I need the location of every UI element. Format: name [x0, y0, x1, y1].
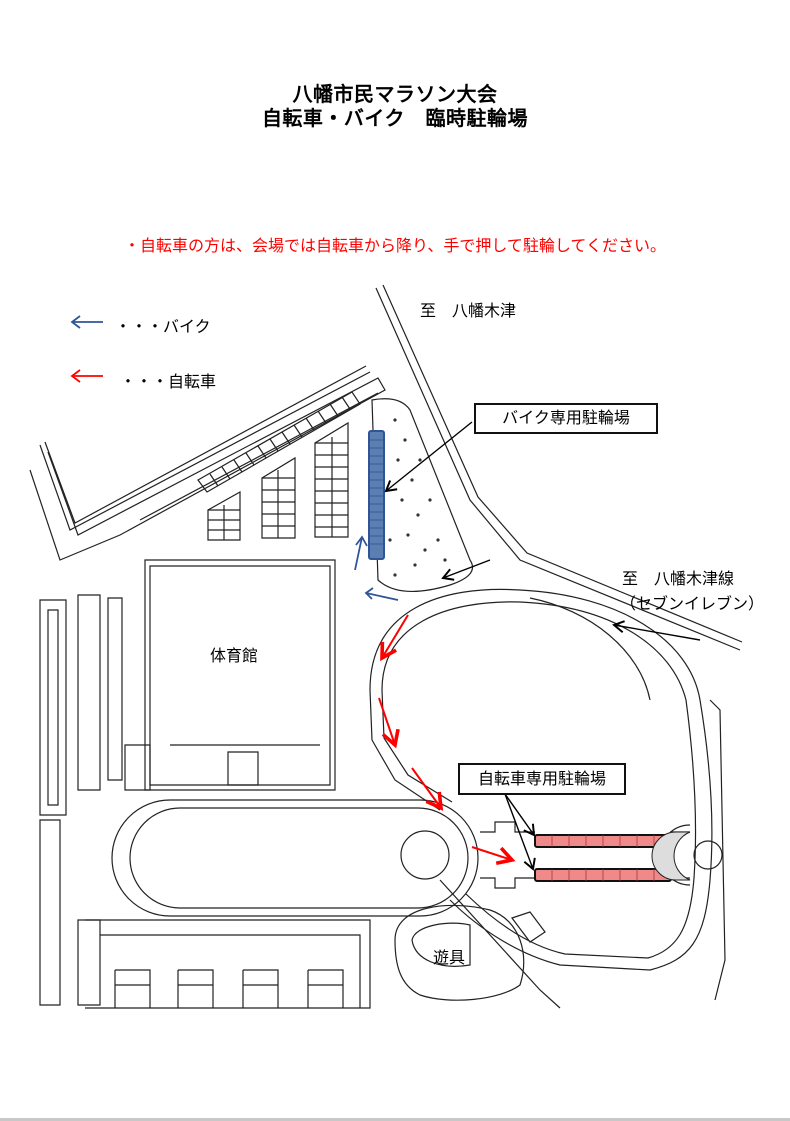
road-to-yawata-kizu	[375, 284, 743, 651]
playground-area	[394, 904, 525, 1001]
label-playground: 遊具	[433, 948, 466, 967]
oval-track	[111, 799, 479, 917]
callout-bicycle-parking: 自転車専用駐輪場	[458, 763, 626, 795]
tree-dots	[388, 418, 447, 577]
paved-plaza	[651, 831, 691, 881]
callout-leaders	[384, 421, 536, 871]
legend-motorbike-arrow-icon	[70, 315, 103, 329]
small-structure	[511, 911, 546, 943]
gymnasium-building	[107, 559, 336, 791]
west-structures	[39, 594, 101, 1006]
traffic-direction-arrows	[441, 559, 701, 641]
tennis-courts	[85, 919, 371, 1009]
diagonal-path	[439, 879, 561, 1009]
label-seven-eleven: （セブンイレブン）	[620, 594, 765, 613]
parking-block-3	[314, 421, 349, 538]
label-to-yawata-kizu: 至 八幡木津	[420, 301, 517, 320]
bicycle-parking-row-2	[534, 868, 672, 882]
north-boundary-wall	[29, 365, 386, 561]
label-to-yawata-kizu-line: 至 八幡木津線	[622, 569, 735, 588]
page-bottom-edge	[0, 1118, 790, 1121]
bicycle-parking-row-1	[534, 834, 672, 848]
label-gymnasium: 体育館	[210, 646, 259, 665]
motorbike-route-arrows	[354, 535, 399, 601]
planting-area	[371, 398, 474, 593]
legend-bicycle-arrow-icon	[70, 369, 103, 383]
parking-block-2	[261, 456, 296, 539]
page-title-line1: 八幡市民マラソン大会	[292, 82, 498, 106]
legend-bicycle-label: ・・・自転車	[120, 372, 217, 391]
legend-motorbike-label: ・・・バイク	[115, 317, 211, 336]
motorbike-parking-area	[368, 430, 385, 560]
angled-parking-row	[197, 391, 361, 493]
bicycle-route-arrows	[378, 614, 516, 866]
parking-block-1	[207, 490, 241, 541]
page-title-line2: 自転車・バイク 臨時駐輪場	[261, 106, 529, 130]
callout-motorbike-parking: バイク専用駐輪場	[474, 403, 658, 434]
loop-path	[369, 588, 726, 1001]
dismount-notice: ・自転車の方は、会場では自転車から降り、手で押して駐輪してください。	[124, 236, 666, 255]
